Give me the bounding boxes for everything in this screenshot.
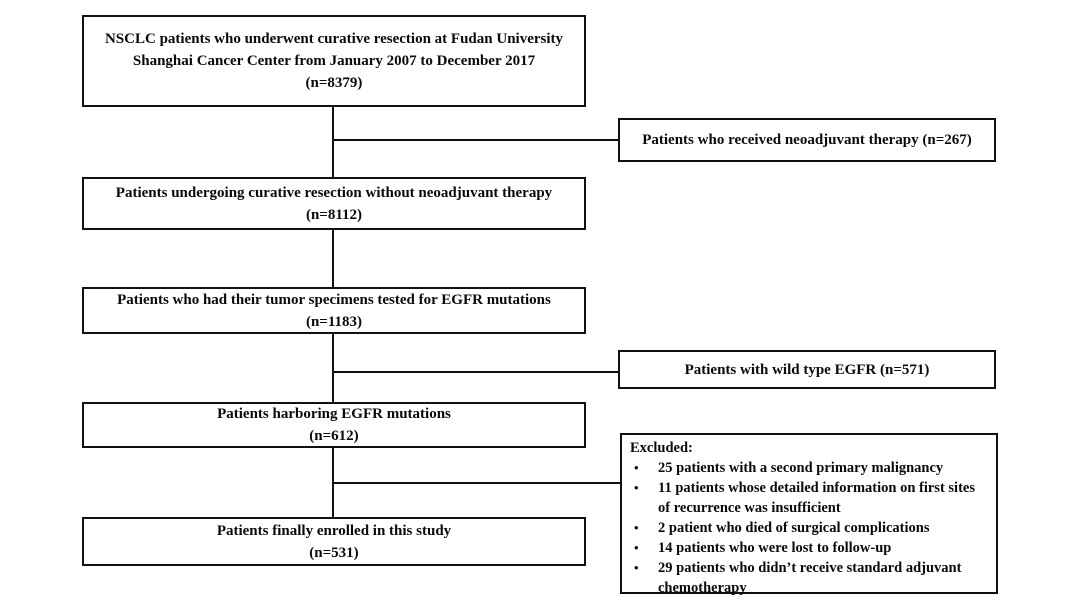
bullet-icon: • bbox=[634, 540, 639, 555]
excluded-item: • 14 patients who were lost to follow-up bbox=[630, 538, 990, 558]
excluded-item: • 2 patient who died of surgical complic… bbox=[630, 518, 990, 538]
flow-box-text-line: Patients with wild type EGFR (n=571) bbox=[684, 361, 930, 378]
flow-box-text-line: Patients undergoing curative resection w… bbox=[115, 184, 553, 201]
flow-box-initial-cohort: NSCLC patients who underwent curative re… bbox=[82, 15, 586, 107]
excluded-item-text: 2 patient who died of surgical complicat… bbox=[658, 520, 930, 536]
flow-box-excluded-list: Excluded: • 25 patients with a second pr… bbox=[620, 433, 998, 596]
flow-box-text-line: NSCLC patients who underwent curative re… bbox=[104, 31, 564, 47]
flow-box-text-line: Patients finally enrolled in this study bbox=[216, 522, 452, 539]
branch-to-excluded-box bbox=[333, 482, 620, 484]
excluded-item-text: 29 patients who didn’t receive standard … bbox=[658, 560, 962, 596]
flow-box-wild-type-excluded: Patients with wild type EGFR (n=571) bbox=[618, 350, 996, 389]
bullet-icon: • bbox=[634, 460, 639, 475]
branch-to-neoadjuvant-box bbox=[333, 139, 618, 141]
excluded-item-text: 11 patients whose detailed information o… bbox=[658, 480, 975, 516]
flow-box-egfr-tested: Patients who had their tumor specimens t… bbox=[82, 287, 586, 334]
excluded-header: Excluded: bbox=[630, 440, 693, 456]
bullet-icon: • bbox=[634, 560, 639, 575]
flow-box-count: (n=1183) bbox=[305, 313, 363, 330]
flow-box-count: (n=612) bbox=[309, 428, 359, 444]
flow-box-egfr-mutated: Patients harboring EGFR mutations (n=612… bbox=[82, 402, 586, 448]
connector-tested-to-mutated bbox=[332, 334, 334, 402]
branch-to-wild-type-box bbox=[333, 371, 618, 373]
flow-box-text-line: Patients who received neoadjuvant therap… bbox=[642, 132, 972, 148]
flow-box-text-line: Shanghai Cancer Center from January 2007… bbox=[132, 53, 536, 69]
connector-cohort-to-no-neoadjuvant bbox=[332, 107, 334, 177]
excluded-item-text: 14 patients who were lost to follow-up bbox=[658, 540, 892, 556]
flow-box-count: (n=8379) bbox=[305, 75, 363, 91]
flow-box-text-line: Patients harboring EGFR mutations bbox=[217, 406, 451, 422]
bullet-icon: • bbox=[634, 520, 639, 535]
excluded-item: • 25 patients with a second primary mali… bbox=[630, 458, 990, 478]
excluded-item-text: 25 patients with a second primary malign… bbox=[658, 460, 944, 476]
excluded-item: • 11 patients whose detailed information… bbox=[630, 478, 990, 518]
flow-box-text-line: Patients who had their tumor specimens t… bbox=[117, 291, 551, 308]
excluded-item: • 29 patients who didn’t receive standar… bbox=[630, 558, 990, 598]
flow-box-neoadjuvant-excluded: Patients who received neoadjuvant therap… bbox=[618, 118, 996, 162]
flow-box-count: (n=531) bbox=[309, 544, 359, 561]
flow-box-enrolled: Patients finally enrolled in this study … bbox=[82, 517, 586, 566]
bullet-icon: • bbox=[634, 480, 639, 495]
connector-no-neoadjuvant-to-tested bbox=[332, 230, 334, 287]
flow-box-no-neoadjuvant: Patients undergoing curative resection w… bbox=[82, 177, 586, 230]
flow-box-count: (n=8112) bbox=[305, 206, 363, 223]
